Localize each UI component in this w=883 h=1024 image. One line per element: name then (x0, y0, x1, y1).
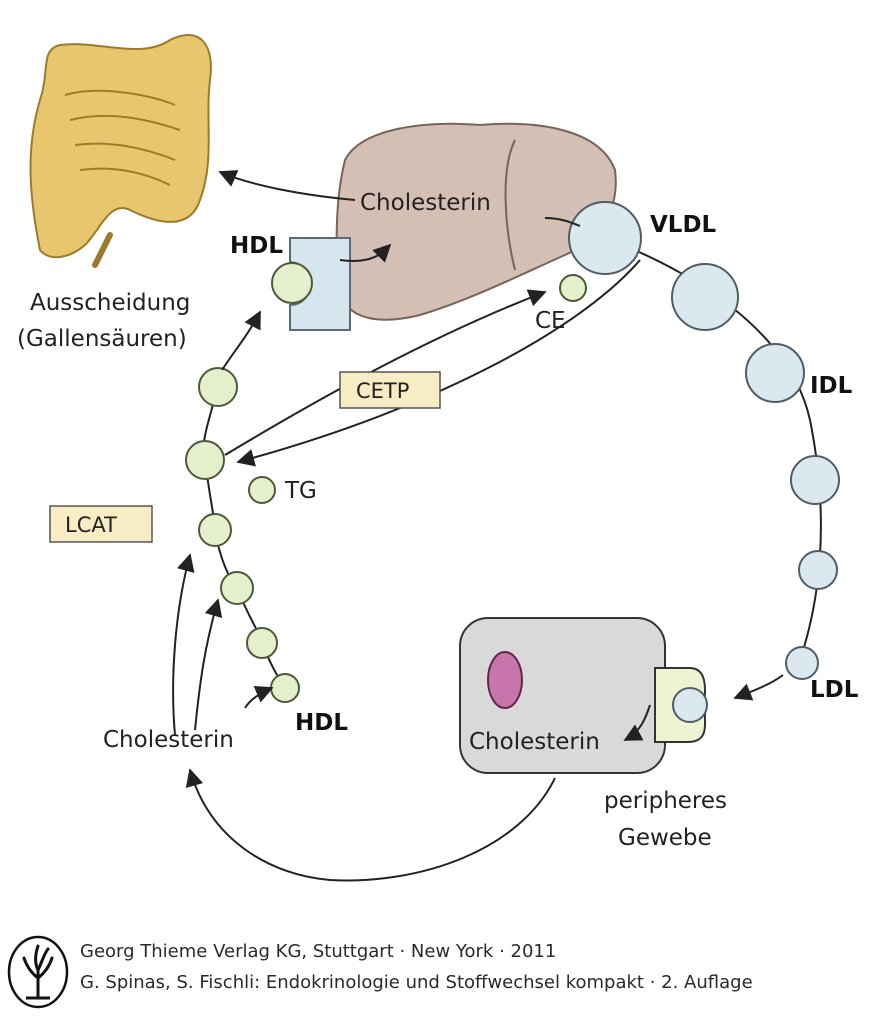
label-ce: CE (535, 308, 566, 334)
ce-particle (559, 274, 587, 302)
hdl-particles (185, 367, 300, 703)
label-cholesterin-liver: Cholesterin (360, 190, 491, 216)
label-idl: IDL (810, 373, 853, 399)
label-ldl: LDL (810, 677, 859, 703)
vldl-idl-particles (568, 201, 840, 680)
cell-nucleus (487, 651, 523, 709)
label-hdl-bottom: HDL (295, 710, 348, 736)
label-cetp: CETP (356, 379, 409, 403)
label-cholesterin-left: Cholesterin (103, 727, 234, 753)
lcat-box (49, 505, 153, 543)
label-ausscheidung-line1: Ausscheidung (30, 290, 190, 316)
cetp-box (339, 371, 441, 409)
label-hdl-top: HDL (230, 233, 283, 259)
peripheral-cell (459, 617, 708, 774)
label-vldl: VLDL (650, 212, 717, 238)
publisher-credit: Georg Thieme Verlag KG, Stuttgart · New … (80, 941, 557, 962)
label-ausscheidung-line2: (Gallensäuren) (17, 326, 187, 352)
label-lcat: LCAT (65, 513, 117, 537)
label-gewebe: Gewebe (618, 825, 712, 851)
label-peripheres: peripheres (604, 788, 727, 814)
hdl-receptor-liver (271, 237, 351, 331)
label-cholesterin-cell: Cholesterin (469, 729, 600, 755)
book-credit: G. Spinas, S. Fischli: Endokrinologie un… (80, 972, 753, 993)
thieme-tree-logo-icon (7, 935, 69, 1009)
label-tg: TG (284, 478, 317, 504)
intestine-icon (29, 34, 212, 268)
